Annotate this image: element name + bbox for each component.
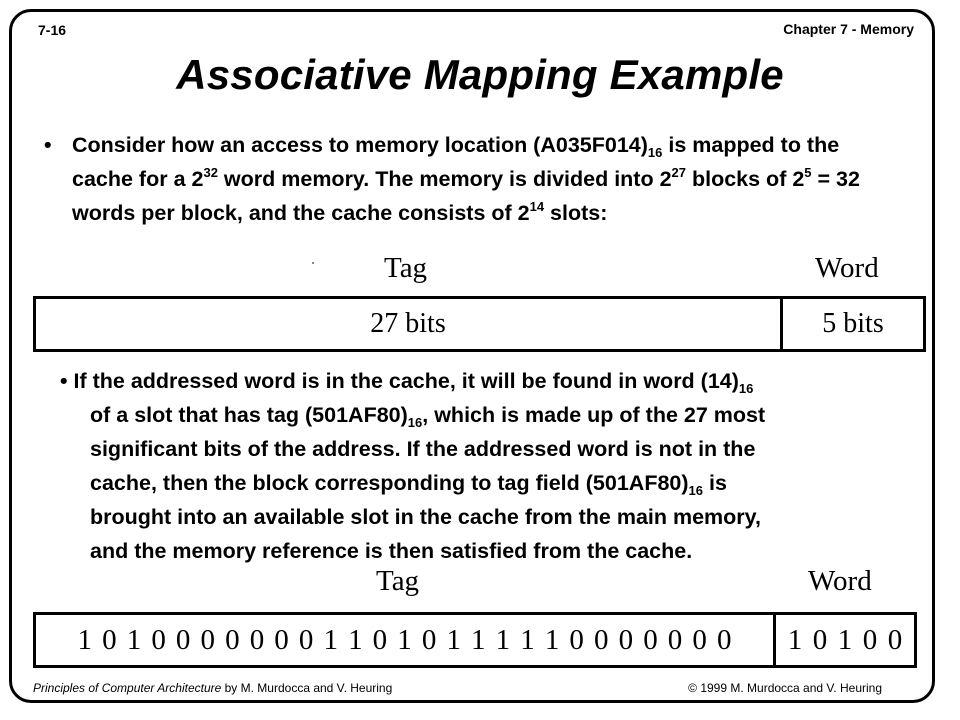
word-bit-2: 1 <box>837 623 853 656</box>
tag-bit-25: 0 <box>692 623 707 656</box>
bullet-marker: • <box>44 133 52 157</box>
intro-paragraph: Consider how an access to memory locatio… <box>72 133 860 225</box>
tag-bit-4: 0 <box>175 623 191 656</box>
tag-bit-10: 1 <box>323 623 338 656</box>
word-bits-label: 5 bits <box>822 308 884 339</box>
footer-book: Principles of Computer Architecture by M… <box>33 681 393 695</box>
explanation-line-4: cache, then the block corresponding to t… <box>90 471 727 498</box>
tag-bit-23: 0 <box>643 623 658 656</box>
tag-bit-21: 0 <box>594 623 609 656</box>
tag-bit-22: 0 <box>618 623 634 656</box>
tag-bit-9: 0 <box>298 623 314 656</box>
tag-bit-26: 0 <box>716 623 732 656</box>
word-bit-3: 0 <box>862 623 878 656</box>
word-label-2: Word <box>808 565 872 597</box>
slide-title: Associative Mapping Example <box>176 51 784 98</box>
explanation-line-2: of a slot that has tag (501AF80)16, whic… <box>90 403 766 430</box>
tag-bit-8: 0 <box>274 623 289 656</box>
word-bit-1: 0 <box>812 623 828 656</box>
word-bit-0: 1 <box>787 623 803 656</box>
tag-bit-11: 1 <box>348 623 363 656</box>
tag-bit-14: 0 <box>421 623 437 656</box>
slide-number: 7-16 <box>38 22 67 38</box>
tag-bit-12: 0 <box>372 623 388 656</box>
explanation-line-6: and the memory reference is then satisfi… <box>90 539 693 563</box>
tag-bit-5: 0 <box>200 623 216 656</box>
explanation-line-3: significant bits of the address. If the … <box>90 437 756 461</box>
tag-bit-16: 1 <box>471 623 486 656</box>
tag-bit-20: 0 <box>569 623 584 656</box>
tag-bit-17: 1 <box>495 623 511 656</box>
word-label-1: Word <box>815 252 879 284</box>
tag-bit-19: 1 <box>544 623 560 656</box>
tag-bit-7: 0 <box>249 623 265 656</box>
tag-bit-3: 0 <box>151 623 166 656</box>
tag-bit-6: 0 <box>225 623 240 656</box>
tag-label-1: Tag <box>384 252 428 284</box>
stray-dot <box>312 262 314 264</box>
explanation-line-5: brought into an available slot in the ca… <box>90 505 762 529</box>
tag-bit-15: 1 <box>446 623 461 656</box>
tag-bit-2: 1 <box>126 623 142 656</box>
word-bit-4: 0 <box>887 623 903 656</box>
explanation-paragraph: • If the addressed word is in the cache,… <box>60 364 945 568</box>
slide-frame <box>9 9 935 703</box>
tag-bits-label: 27 bits <box>370 308 446 339</box>
tag-bit-13: 1 <box>397 623 412 656</box>
tag-bit-1: 0 <box>102 623 117 656</box>
chapter-label: Chapter 7 - Memory <box>783 21 914 37</box>
tag-bit-24: 0 <box>667 623 683 656</box>
word-field-box: 5 bits <box>780 296 926 352</box>
tag-bit-18: 1 <box>520 623 535 656</box>
footer-copyright: © 1999 M. Murdocca and V. Heuring <box>688 681 882 695</box>
tag-field-box: 27 bits <box>33 296 783 352</box>
explanation-line-1: • If the addressed word is in the cache,… <box>60 369 754 396</box>
tag-label-2: Tag <box>376 565 420 597</box>
tag-bit-0: 1 <box>77 623 93 656</box>
